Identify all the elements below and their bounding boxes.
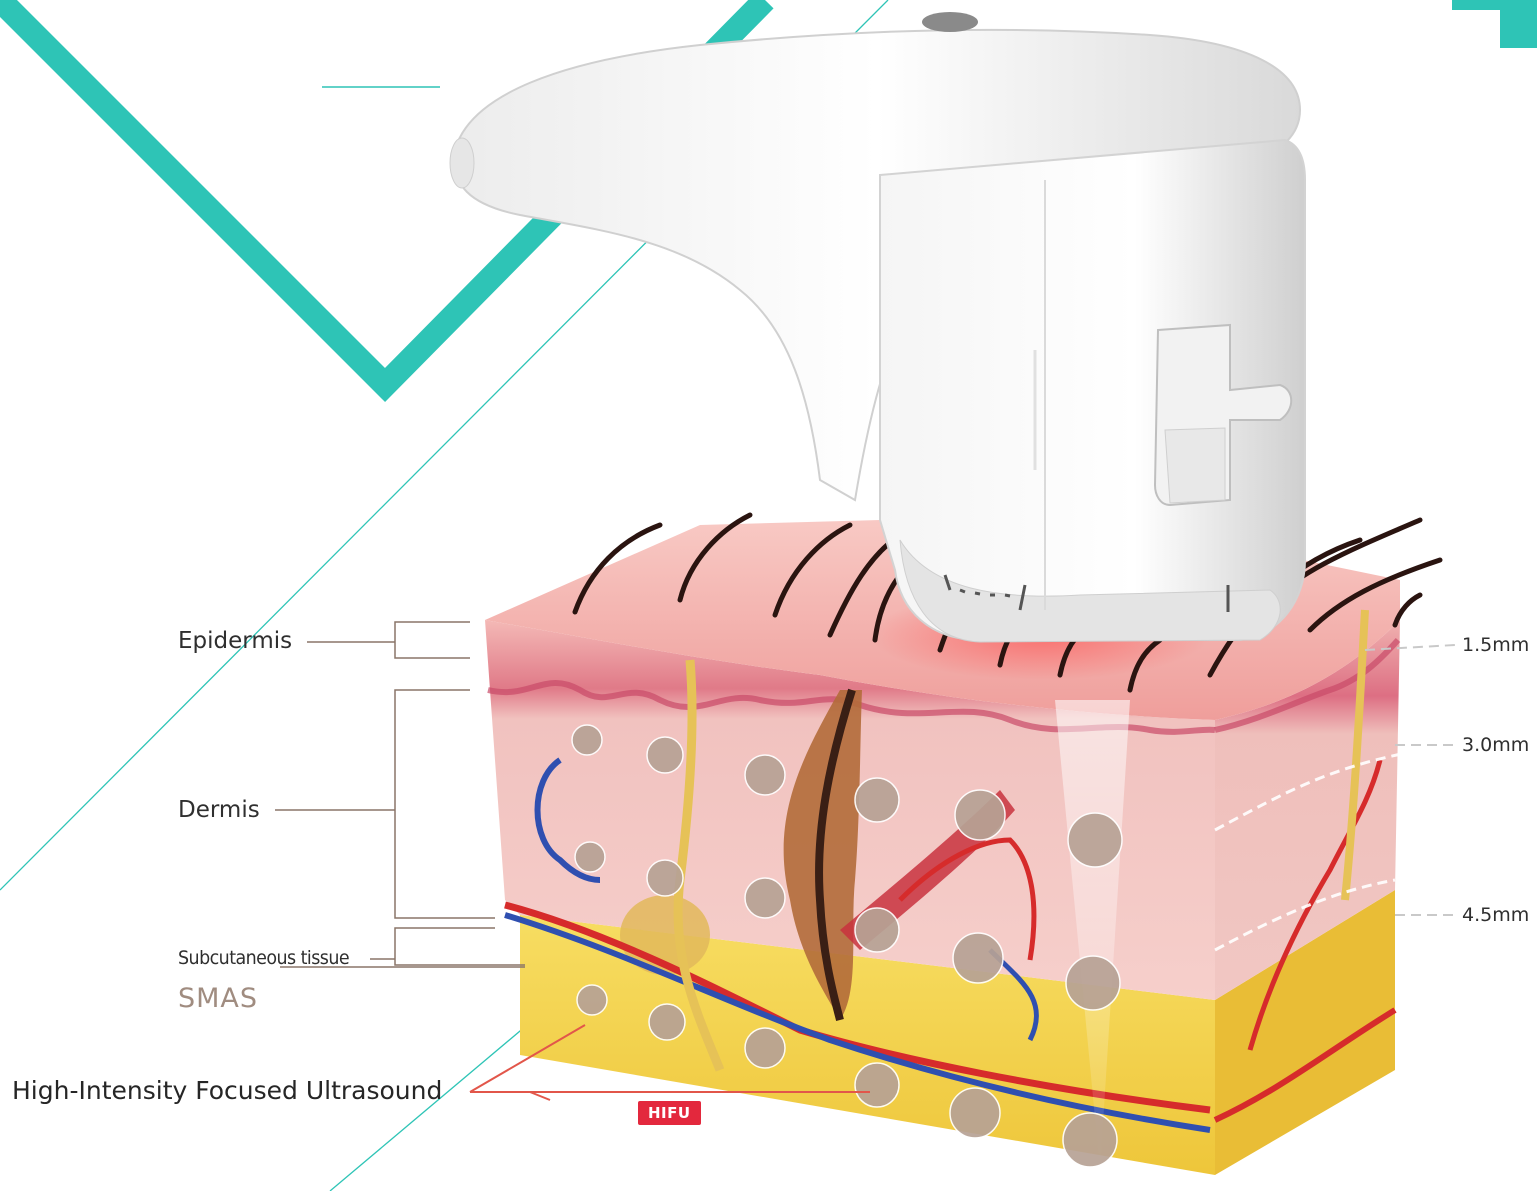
device-button	[922, 12, 978, 32]
focal-point	[953, 933, 1003, 983]
focal-point	[950, 1088, 1000, 1138]
focal-point	[745, 878, 785, 918]
depth-label-1: 1.5mm	[1462, 636, 1529, 655]
label-dermis: Dermis	[178, 799, 260, 822]
focal-point	[575, 842, 605, 872]
label-subcutaneous: Subcutaneous tissue	[178, 949, 349, 968]
focal-point	[649, 1004, 685, 1040]
focal-point	[855, 1063, 899, 1107]
focal-point	[577, 985, 607, 1015]
device-nose	[450, 138, 474, 188]
hifu-badge: HIFU	[638, 1101, 701, 1125]
label-smas: SMAS	[178, 985, 258, 1012]
label-hifu-full: High-Intensity Focused Ultrasound	[12, 1078, 442, 1103]
focal-point	[572, 725, 602, 755]
focal-point	[955, 790, 1005, 840]
depth-label-3: 4.5mm	[1462, 906, 1529, 925]
focal-point	[1066, 956, 1120, 1010]
cartridge-slot	[1165, 428, 1225, 503]
focal-point	[855, 778, 899, 822]
label-epidermis: Epidermis	[178, 630, 292, 653]
focal-point	[647, 737, 683, 773]
focal-point	[1063, 1113, 1117, 1167]
focal-point	[855, 908, 899, 952]
focal-point	[745, 755, 785, 795]
depth-label-2: 3.0mm	[1462, 736, 1529, 755]
focal-point	[745, 1028, 785, 1068]
focal-point	[1068, 813, 1122, 867]
label-guides	[275, 622, 525, 967]
focal-point	[647, 860, 683, 896]
decor-corner-mark	[1452, 0, 1537, 48]
